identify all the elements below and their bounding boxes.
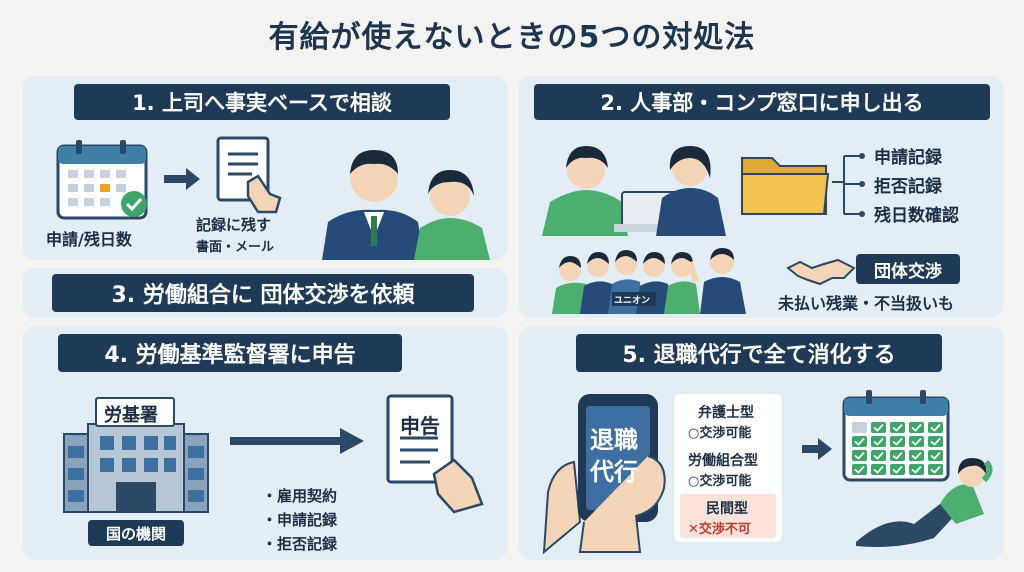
phone-text-1: 退職: [590, 426, 638, 454]
check-mark-icon: [873, 423, 884, 432]
check-mark-icon: [911, 423, 922, 432]
record-item: 残日数確認: [874, 206, 959, 226]
section-3-heading: 3. 労働組合に 団体交渉を依頼: [52, 274, 474, 312]
doc-caption-1: 記録に残す: [196, 216, 272, 234]
documents-list: ・雇用契約 ・申請記録 ・拒否記録: [262, 484, 337, 556]
hr-consultation-illustration: [542, 146, 726, 236]
type-name: 民間型: [706, 501, 748, 517]
calendar-day-cell: [890, 436, 905, 447]
building-caption: 国の機関: [88, 520, 184, 546]
calendar-day-cell: [890, 422, 905, 433]
check-mark-icon: [911, 437, 922, 446]
folder-branch-connector: [832, 153, 865, 217]
check-mark-icon: [854, 437, 865, 446]
arrow-right-long-icon: [230, 428, 364, 454]
record-item: 拒否記録: [874, 177, 942, 197]
calendar-day-cell: [852, 436, 867, 447]
check-mark-icon: [930, 423, 941, 432]
type-status: ○交渉可能: [688, 474, 752, 489]
section-5-heading: 5. 退職代行で全て消化する: [576, 334, 942, 372]
check-mark-icon: [892, 465, 903, 474]
check-mark-icon: [930, 437, 941, 446]
check-mark-icon: [854, 465, 865, 474]
section-4-heading: 4. 労働基準監督署に申告: [58, 334, 402, 372]
check-mark-icon: [892, 423, 903, 432]
union-group-illustration: [552, 248, 746, 314]
section-1-heading: 1. 上司へ事実ベースで相談: [74, 84, 450, 120]
calendar-day-cell: [852, 422, 867, 433]
type-status: ✕交渉不可: [688, 522, 751, 537]
private-type-highlight: [680, 494, 776, 538]
type-name: 労働組合型: [688, 453, 758, 469]
arrow-right-icon: [802, 438, 832, 460]
negotiation-badge: 団体交渉: [856, 254, 960, 284]
document-item: ・拒否記録: [262, 535, 338, 553]
boss-employee-illustration: [322, 150, 490, 260]
check-mark-icon: [930, 451, 941, 460]
record-item: 申請記録: [874, 148, 942, 168]
records-list: 申請記録 拒否記録 残日数確認: [874, 144, 959, 231]
document-item: ・雇用契約: [262, 487, 338, 505]
report-label: 申告: [400, 414, 440, 438]
folder-icon: [741, 157, 830, 215]
section-2-heading: 2. 人事部・コンプ窓口に申し出る: [534, 84, 990, 120]
relaxing-person-illustration: [856, 458, 993, 547]
calendar-day-cell: [909, 436, 924, 447]
calendar-day-cell: [909, 422, 924, 433]
check-mark-icon: [911, 451, 922, 460]
check-mark-icon: [873, 451, 884, 460]
doc-caption-2: 書面・メール: [196, 240, 275, 255]
handshake-icon: [786, 258, 856, 286]
negotiation-caption: 未払い残業・不当扱いも: [778, 294, 955, 313]
type-name: 弁護士型: [698, 405, 754, 421]
calendar-caption: 申請/残日数: [46, 230, 132, 249]
report-document-hand-icon: [386, 394, 484, 514]
arrow-right-icon: [164, 168, 200, 190]
check-mark-icon: [854, 451, 865, 460]
check-mark-icon: [873, 437, 884, 446]
smartphone-hand-icon: [542, 394, 666, 555]
check-mark-icon: [873, 465, 884, 474]
calendar-all-checked-icon: [842, 390, 950, 482]
labor-office-building-icon: [63, 397, 209, 513]
document-item: ・申請記録: [262, 511, 338, 529]
check-mark-icon: [892, 451, 903, 460]
calendar-day-cell: [928, 436, 943, 447]
page-title: 有給が使えないときの5つの対処法: [268, 20, 756, 55]
type-status: ○交渉可能: [688, 426, 752, 441]
calendar-day-cell: [928, 422, 943, 433]
calendar-day-cell: [871, 436, 886, 447]
check-mark-icon: [892, 437, 903, 446]
union-flag-label: ユニオン: [614, 296, 651, 306]
calendar-check-icon: [56, 140, 148, 220]
calendar-day-cell: [871, 422, 886, 433]
check-mark-icon: [930, 465, 941, 474]
phone-text-2: 代行: [590, 458, 638, 486]
document-hand-icon: [216, 136, 282, 214]
building-sign: 労基署: [104, 405, 158, 426]
check-mark-icon: [911, 465, 922, 474]
